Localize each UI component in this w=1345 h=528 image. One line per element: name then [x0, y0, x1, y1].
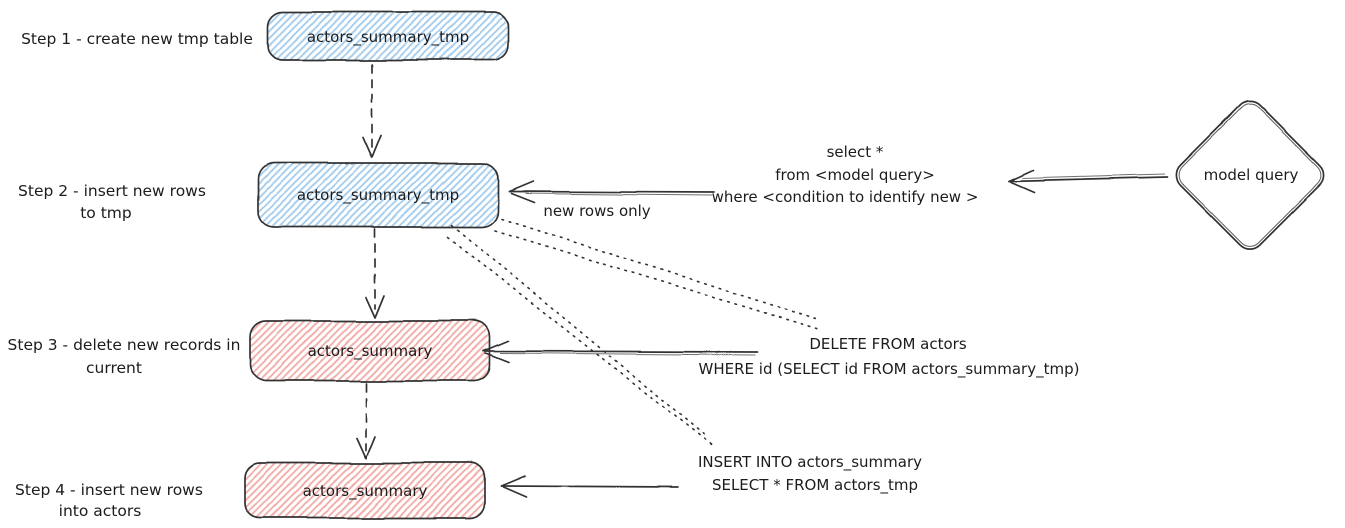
delete-query-line1: DELETE FROM actors — [809, 335, 967, 353]
dotted-link-step2-to-delete — [494, 218, 822, 331]
text-layer: Step 1 - create new tmp table Step 2 - i… — [8, 28, 1299, 520]
model-query-label: model query — [1204, 166, 1299, 184]
select-query-line2: from <model query> — [775, 166, 935, 184]
node-step4-label: actors_summary — [303, 482, 428, 501]
arrow-step2-to-step3 — [365, 228, 385, 318]
arrow-newrows-to-step2 — [508, 180, 715, 203]
arrow-modelquery-to-select — [1008, 169, 1168, 193]
node-model-query — [1175, 100, 1325, 250]
select-query-line1: select * — [827, 143, 884, 161]
select-query-line3: where <condition to identify new > — [712, 188, 979, 206]
arrow-step1-to-step2 — [362, 63, 382, 158]
step4-label-line1: Step 4 - insert new rows — [15, 481, 203, 499]
delete-query-line2: WHERE id (SELECT id FROM actors_summary_… — [699, 360, 1080, 379]
step2-label-line2: to tmp — [80, 204, 132, 222]
node-step1-label: actors_summary_tmp — [307, 28, 469, 47]
node-step1-actors-summary-tmp — [267, 11, 509, 61]
arrow-step3-to-step4 — [356, 382, 376, 459]
step1-label: Step 1 - create new tmp table — [21, 30, 253, 48]
node-step2-actors-summary-tmp — [257, 162, 499, 228]
model-query-diamond-outer — [1175, 100, 1325, 250]
node-step4-actors-summary — [244, 462, 486, 519]
node-step2-label: actors_summary_tmp — [297, 186, 459, 205]
step3-label-line2: current — [86, 359, 142, 377]
step2-label-line1: Step 2 - insert new rows — [18, 182, 206, 200]
model-query-diamond-inner — [1178, 103, 1322, 247]
dotted-link-step2-to-insert — [447, 224, 717, 449]
shapes-layer — [244, 11, 1325, 519]
step3-label-line1: Step 3 - delete new records in — [8, 336, 241, 354]
arrow-delete-to-step3 — [483, 340, 758, 363]
arrow-insert-to-step4 — [500, 475, 679, 498]
insert-query-line2: SELECT * FROM actors_tmp — [712, 476, 918, 495]
insert-query-line1: INSERT INTO actors_summary — [698, 453, 922, 472]
step4-label-line2: into actors — [59, 502, 142, 520]
node-step3-label: actors_summary — [308, 342, 433, 361]
new-rows-only-label: new rows only — [543, 202, 650, 220]
